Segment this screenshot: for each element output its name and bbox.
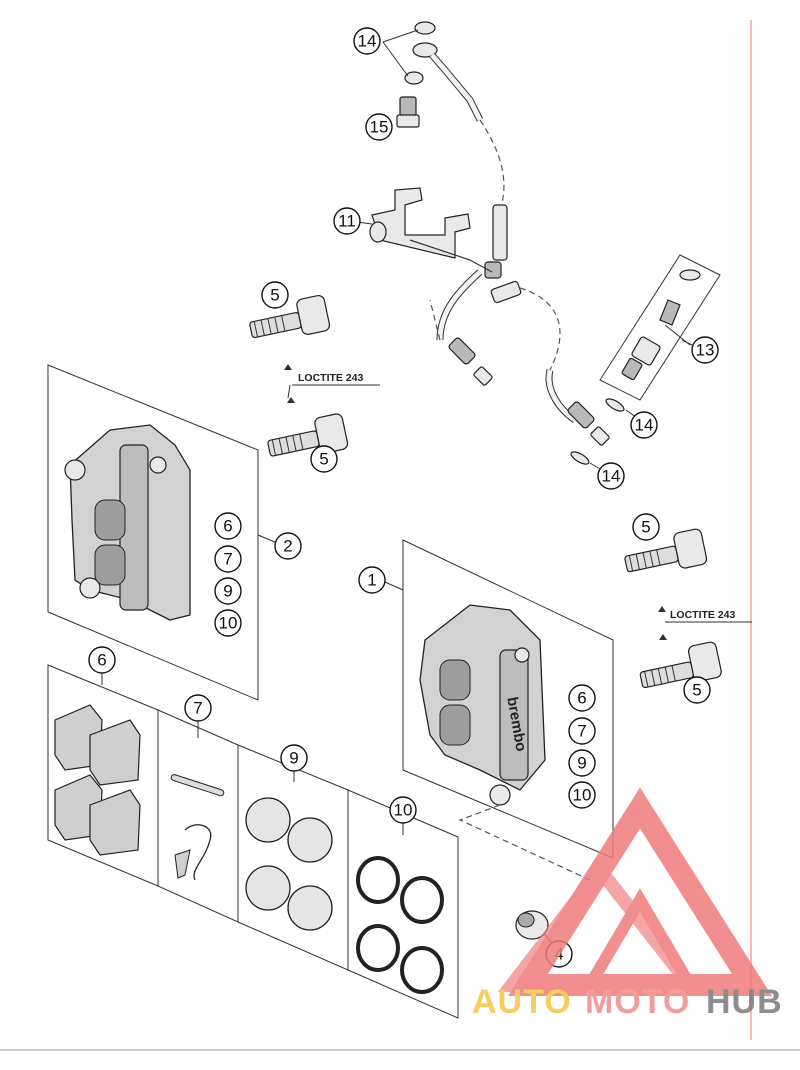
washer-lower	[404, 71, 424, 85]
banjo-eye	[412, 42, 438, 58]
callout-5-d: 5	[683, 676, 711, 704]
callout-14-low: 14	[597, 462, 625, 490]
watermark-text-hub: HUB	[706, 983, 783, 1021]
callout-7-c: 7	[184, 694, 212, 722]
callout-14-mid: 14	[630, 411, 658, 439]
hose-bracket-11	[371, 187, 471, 259]
callout-5-a: 5	[261, 281, 289, 309]
svg-text:6: 6	[223, 517, 232, 536]
svg-text:14: 14	[602, 467, 621, 486]
svg-text:15: 15	[370, 118, 389, 137]
svg-text:10: 10	[219, 614, 238, 633]
callout-7-b: 7	[568, 717, 596, 745]
svg-text:7: 7	[193, 699, 202, 718]
svg-text:10: 10	[573, 786, 592, 805]
caliper-bolts-left	[249, 294, 380, 457]
caliper-bolts-right	[624, 528, 752, 689]
callout-5-c: 5	[632, 513, 660, 541]
callouts: 14 15 11 5 5 13 14 14 2 6 7 9 10 5 1 5 6…	[88, 27, 719, 968]
callout-7-a: 7	[214, 545, 242, 573]
svg-text:13: 13	[696, 341, 715, 360]
bleed-screw-15	[399, 96, 417, 118]
bleed-kit-13	[599, 254, 721, 401]
svg-text:5: 5	[319, 450, 328, 469]
callout-6-a: 6	[214, 512, 242, 540]
svg-text:9: 9	[577, 754, 586, 773]
loctite-note-left: LOCTITE 243	[298, 372, 364, 384]
svg-text:7: 7	[223, 550, 232, 569]
callout-9-c: 9	[280, 744, 308, 772]
spacer-4	[515, 910, 557, 949]
callout-2: 2	[274, 532, 302, 560]
watermark-text-moto: MOTO	[585, 983, 690, 1021]
svg-text:14: 14	[635, 416, 654, 435]
svg-text:2: 2	[283, 537, 292, 556]
brake-hose-assembly	[369, 21, 610, 446]
callout-9-a: 9	[214, 577, 242, 605]
callout-5-b: 5	[310, 445, 338, 473]
washer-top	[414, 21, 436, 35]
callout-1: 1	[358, 566, 386, 594]
caliper-group-2	[47, 364, 283, 701]
callout-10-b: 10	[568, 781, 596, 809]
callout-9-b: 9	[568, 749, 596, 777]
pads-panel	[47, 664, 459, 1019]
callout-6-b: 6	[568, 684, 596, 712]
callout-10-a: 10	[214, 609, 242, 637]
watermark-text-auto: AUTO	[472, 983, 572, 1021]
svg-text:6: 6	[97, 651, 106, 670]
loctite-note-right: LOCTITE 243	[670, 609, 736, 621]
watermark-logo: AUTO MOTO HUB	[472, 787, 783, 1021]
hose-upper-dashed	[479, 119, 505, 211]
svg-text:14: 14	[358, 32, 377, 51]
callout-6-c: 6	[88, 646, 116, 674]
svg-text:10: 10	[394, 801, 413, 820]
svg-text:5: 5	[692, 681, 701, 700]
hose-junction	[492, 204, 508, 261]
svg-text:6: 6	[577, 689, 586, 708]
svg-text:9: 9	[223, 582, 232, 601]
svg-text:9: 9	[289, 749, 298, 768]
callout-13: 13	[691, 336, 719, 364]
callout-11: 11	[333, 207, 361, 235]
bleed-kit-frame	[599, 254, 721, 401]
svg-text:7: 7	[577, 722, 586, 741]
svg-text:11: 11	[338, 212, 356, 231]
callout-15: 15	[365, 113, 393, 141]
caliper-group-1: brembo	[384, 539, 614, 881]
svg-text:1: 1	[367, 571, 376, 590]
svg-text:5: 5	[641, 518, 650, 537]
callout-10-c: 10	[389, 796, 417, 824]
svg-text:5: 5	[270, 286, 279, 305]
callout-14-top: 14	[353, 27, 381, 55]
